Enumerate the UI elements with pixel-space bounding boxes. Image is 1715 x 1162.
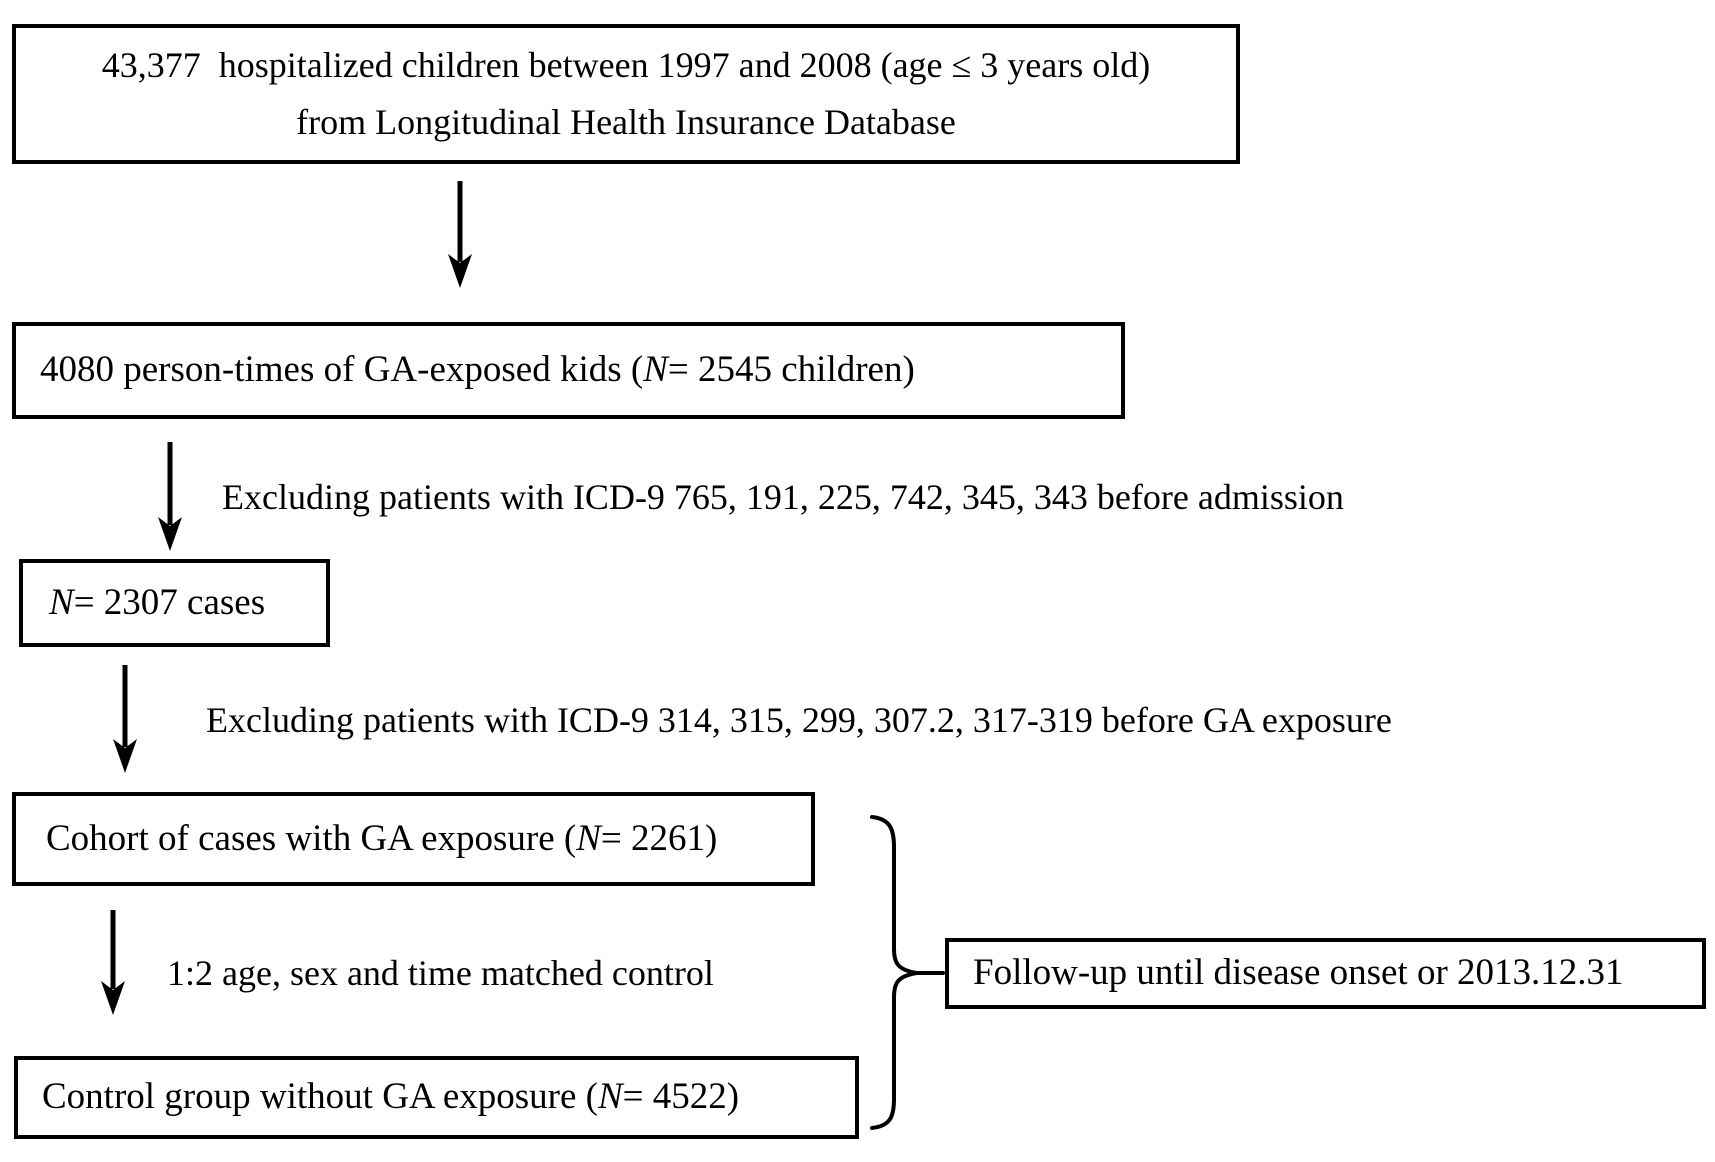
box-cases-2307: N = 2307 cases <box>19 559 330 647</box>
source-population-line2: from Longitudinal Health Insurance Datab… <box>296 102 956 142</box>
box-cohort-ga-exposure: Cohort of cases with GA exposure (N = 22… <box>12 792 815 886</box>
label-exclusion-before-ga-exposure: Excluding patients with ICD-9 314, 315, … <box>206 700 1392 740</box>
box-ga-exposed: 4080 person-times of GA-exposed kids (N … <box>12 322 1125 419</box>
ga-exposed-count: = 2545 children) <box>667 349 915 391</box>
cohort-count: = 2261) <box>600 817 718 859</box>
arrow-down-icon-1 <box>448 181 472 288</box>
ga-exposed-n: N <box>643 349 668 391</box>
arrow-down-icon-2 <box>158 442 182 551</box>
cohort-text: Cohort of cases with GA exposure ( <box>46 817 577 859</box>
arrow-down-icon-3 <box>113 665 137 773</box>
cohort-n: N <box>576 817 601 859</box>
control-text: Control group without GA exposure ( <box>42 1076 598 1118</box>
ga-exposed-text: 4080 person-times of GA-exposed kids ( <box>40 349 644 391</box>
box-control-group: Control group without GA exposure (N = 4… <box>14 1056 859 1139</box>
label-matched-control: 1:2 age, sex and time matched control <box>167 953 714 993</box>
cases-n: N <box>49 581 74 623</box>
label-exclusion-before-admission: Excluding patients with ICD-9 765, 191, … <box>222 477 1344 517</box>
arrow-down-icon-4 <box>101 910 125 1015</box>
box-source-population: 43,377 hospitalized children between 199… <box>12 24 1240 164</box>
source-population-line1: 43,377 hospitalized children between 199… <box>101 45 1151 85</box>
control-n: N <box>597 1076 623 1118</box>
cases-count: = 2307 cases <box>73 581 266 623</box>
control-count: = 4522) <box>622 1076 740 1118</box>
followup-text: Follow-up until disease onset or 2013.12… <box>973 952 1624 994</box>
curly-brace <box>870 815 945 1130</box>
box-followup: Follow-up until disease onset or 2013.12… <box>945 938 1706 1009</box>
